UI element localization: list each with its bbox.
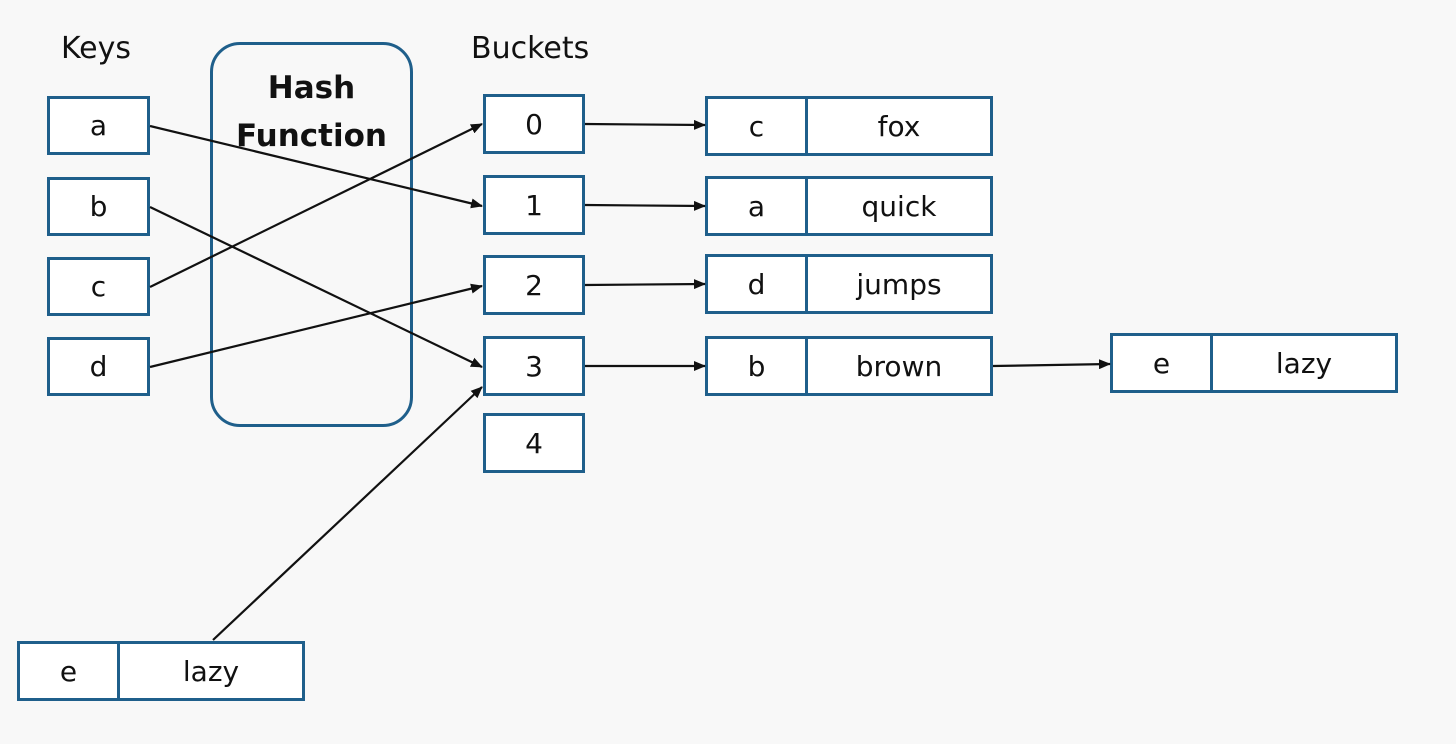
entry-value: lazy [182, 654, 240, 688]
bucket-2: 2 [483, 255, 585, 315]
entry-key: e [1113, 336, 1213, 390]
key-box-d: d [47, 337, 150, 396]
hash-function-title-line1: Hash [267, 70, 356, 106]
keys-heading: Keys [61, 31, 132, 66]
hash-function-title-line2: Function [236, 118, 387, 154]
entry-key: c [708, 99, 808, 153]
entry-value: brown [855, 349, 943, 383]
entry-a-quick: a quick [705, 176, 993, 236]
key-box-c: c [47, 257, 150, 316]
entry-value: fox [877, 109, 921, 143]
key-box-b: b [47, 177, 150, 236]
bucket-4: 4 [483, 413, 585, 473]
entry-c-fox: c fox [705, 96, 993, 156]
bucket-1: 1 [483, 175, 585, 235]
chained-entry-e-lazy: e lazy [1110, 333, 1398, 393]
entry-value: jumps [856, 267, 942, 301]
entry-key: e [20, 644, 120, 698]
bucket-0: 0 [483, 94, 585, 154]
buckets-heading: Buckets [471, 31, 590, 66]
entry-d-jumps: d jumps [705, 254, 993, 314]
entry-value: quick [861, 189, 937, 223]
arrow-bucket-0-to-entry [584, 119, 706, 130]
entry-value: lazy [1275, 346, 1333, 380]
arrow-brown-to-lazy [992, 359, 1111, 370]
incoming-entry-e-lazy: e lazy [17, 641, 305, 701]
entry-key: d [708, 257, 808, 311]
entry-key: b [708, 339, 808, 393]
arrow-bucket-1-to-entry [584, 200, 706, 211]
entry-b-brown: b brown [705, 336, 993, 396]
hash-function-title: Hash Function [210, 64, 413, 160]
bucket-3: 3 [483, 336, 585, 396]
key-box-a: a [47, 96, 150, 155]
entry-key: a [708, 179, 808, 233]
arrow-bucket-2-to-entry [584, 279, 706, 290]
